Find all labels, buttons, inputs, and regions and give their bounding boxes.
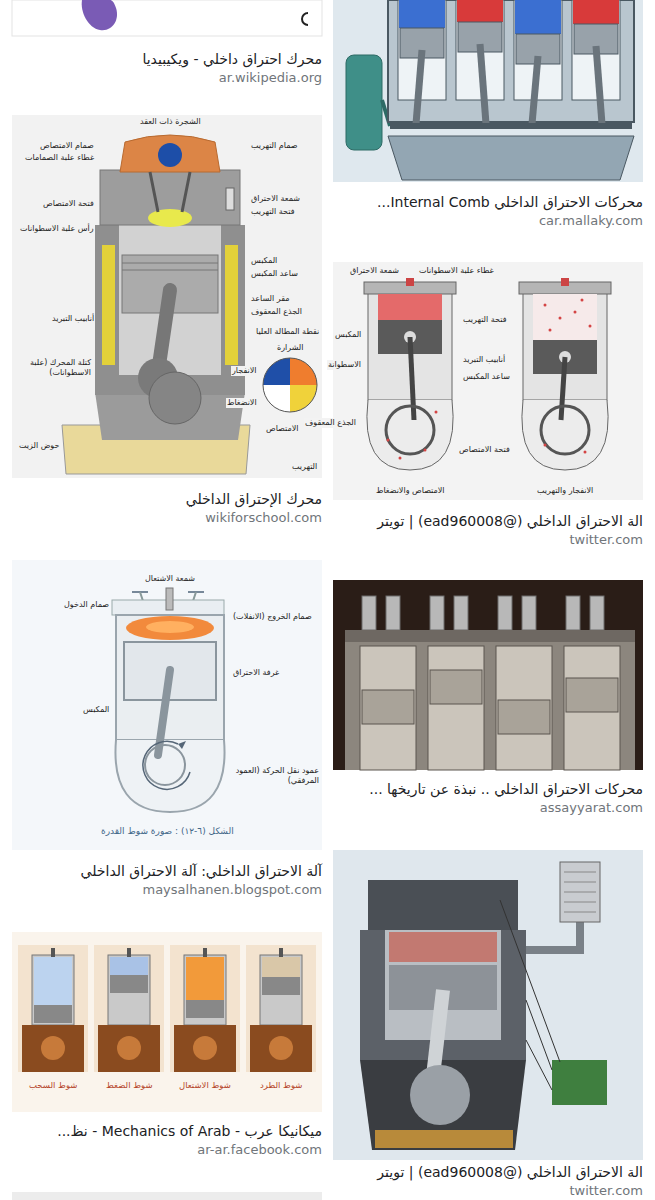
search-result: الة الاحتراق الداخلي (@ead960008) | تويت… — [333, 512, 643, 548]
result-source: maysalhanen.blogspot.com — [12, 881, 322, 898]
part-label: الشرارة — [276, 343, 305, 353]
part-label: غطاء علبة الصمامات — [24, 153, 95, 163]
part-label: صمام الدخول — [63, 600, 110, 610]
result-title: الة الاحتراق الداخلي (@ead960008) | تويت… — [333, 1163, 643, 1182]
part-label: صمام الخروج (الانفلات) — [232, 612, 313, 622]
result-title: محرك الإحتراق الداخلي — [12, 490, 322, 509]
part-label: فتحة التهريب — [250, 207, 296, 217]
part-label: شوط الضغط — [105, 1080, 154, 1090]
result-title: ميكانيكا عرب - Mechanics of Arab - نظ... — [12, 1122, 322, 1141]
part-label: ساعد المكبس — [462, 372, 511, 382]
result-source: wikiforschool.com — [12, 509, 322, 526]
part-label: صمام الامتصاص — [39, 141, 95, 151]
next-thumb — [12, 1192, 322, 1200]
result-source: ar.wikipedia.org — [12, 69, 322, 86]
part-label: حوض الزيت — [18, 441, 60, 451]
wiki-thumb — [12, 0, 322, 36]
two-stroke-diagram — [333, 262, 643, 500]
part-label: الشكل (٦-١٢) : صورة شوط القدرة — [100, 826, 235, 837]
result-title: آلة الاحتراق الداخلي: آلة الاحتراق الداخ… — [12, 862, 322, 881]
part-label: الاسطوانة — [327, 360, 362, 370]
part-label: الجذع المعقوف — [304, 418, 357, 428]
four-stroke-panels — [12, 932, 322, 1112]
part-label: التهريب — [291, 462, 318, 472]
result-source: twitter.com — [333, 531, 643, 548]
part-label: المكبس — [334, 330, 362, 340]
part-label: نقطة المطالة العليا — [255, 327, 320, 337]
part-label: غطاء علبة الاسطوانات — [418, 266, 495, 276]
engine-cross-section — [12, 115, 322, 478]
part-label: ساعد المكبس — [250, 269, 299, 279]
search-result: الة الاحتراق الداخلي (@ead960008) | تويت… — [333, 1163, 643, 1199]
part-label: غرفة الاحتراق — [232, 668, 280, 678]
search-result: محرك احتراق داخلي - ويكيبيدياar.wikipedi… — [12, 50, 322, 86]
part-label: رأس علبة الاسطوانات — [19, 224, 95, 234]
result-title: محركات الاحتراق الداخلي .. نبذة عن تاريخ… — [333, 780, 643, 799]
part-label: شوط الاشتعال — [178, 1080, 232, 1090]
part-label: الانفجار — [231, 366, 258, 376]
part-label: الجذع المعقوف — [250, 307, 303, 317]
part-label: مقر الساعد — [250, 294, 291, 304]
part-label: المكبس — [82, 705, 110, 715]
engine-cutaway — [333, 850, 643, 1160]
part-label: أنابيب التبريد — [462, 355, 506, 365]
part-label: صمام التهريب — [250, 141, 299, 151]
result-title: محرك احتراق داخلي - ويكيبيديا — [12, 50, 322, 69]
engine-thumb — [333, 0, 643, 182]
part-label: شوط السحب — [28, 1080, 78, 1090]
part-label: شمعة الاحتراق — [349, 266, 400, 276]
part-label: الامتصاص — [265, 424, 300, 434]
part-label: عمود نقل الحركة (العمود المرفقي) — [232, 766, 320, 786]
part-label: فتحة التهريب — [462, 315, 508, 325]
part-label: أنابيب التبريد — [51, 314, 95, 324]
search-result: محركات الاحتراق الداخلي Internal Comb...… — [333, 193, 643, 229]
result-title: محركات الاحتراق الداخلي Internal Comb... — [333, 193, 643, 212]
power-stroke-diagram — [12, 560, 322, 850]
part-label: فتحة الامتصاص — [458, 445, 511, 455]
part-label: شوط الطرد — [259, 1080, 303, 1090]
part-label: المكبس — [250, 256, 278, 266]
part-label: شمعة الاشتعال — [144, 574, 196, 584]
result-title: الة الاحتراق الداخلي (@ead960008) | تويت… — [333, 512, 643, 531]
search-result: محرك الإحتراق الداخليwikiforschool.com — [12, 490, 322, 526]
part-label: الامتصاص والانضغاط — [375, 486, 446, 496]
result-source: car.mallaky.com — [333, 212, 643, 229]
result-source: assayyarat.com — [333, 799, 643, 816]
part-label: الانفجار والتهريب — [536, 486, 594, 496]
part-label: كتلة المحرك (علبة الاسطوانات) — [16, 358, 92, 378]
search-result: محركات الاحتراق الداخلي .. نبذة عن تاريخ… — [333, 780, 643, 816]
result-source: ar-ar.facebook.com — [12, 1141, 322, 1158]
engine-photo — [333, 580, 643, 770]
search-result: آلة الاحتراق الداخلي: آلة الاحتراق الداخ… — [12, 862, 322, 898]
search-result: ميكانيكا عرب - Mechanics of Arab - نظ...… — [12, 1122, 322, 1158]
part-label: شمعة الاحتراق — [250, 194, 301, 204]
part-label: الانضغاط — [226, 398, 258, 408]
part-label: الشجرة ذات العقد — [139, 117, 202, 127]
result-source: twitter.com — [333, 1182, 643, 1199]
part-label: فتحة الامتصاص — [42, 199, 95, 209]
